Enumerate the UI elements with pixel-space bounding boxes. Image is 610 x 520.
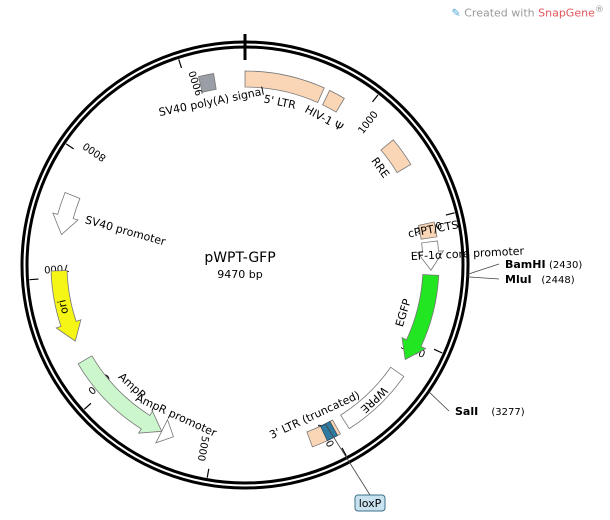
- feature-cppt-cts: cPPT/CTS: [407, 218, 460, 240]
- feature-label: EGFP: [393, 297, 414, 328]
- feature-ef-1-core-promoter: EF-1α core promoter: [410, 240, 525, 271]
- plasmid-center-label: pWPT-GFP 9470 bp: [204, 250, 275, 281]
- restriction-sites: BamHI(2430)MluI(2448)SalI(3277): [428, 258, 582, 418]
- feature-arrow: [50, 270, 82, 342]
- tick-7000: [29, 278, 39, 281]
- feature-arrow: [52, 191, 81, 236]
- feature-ampr: AmpR: [77, 355, 163, 434]
- site-position: (3277): [491, 407, 524, 418]
- tick-2000: [445, 212, 455, 216]
- feature-arrow: [416, 240, 445, 271]
- tick-3000: [433, 348, 443, 354]
- watermark-suffix: ®: [594, 4, 604, 15]
- site-leader: [467, 276, 500, 280]
- feature-ori: ori: [50, 270, 82, 342]
- watermark-brand: SnapGene: [538, 6, 595, 20]
- loxp-badge: [354, 494, 386, 512]
- feature-rre: RRE: [368, 139, 412, 181]
- site-leader: [467, 263, 500, 275]
- feature-label: SV40 promoter: [84, 213, 168, 248]
- tick-5000: [206, 468, 210, 478]
- feature-label: ori: [55, 298, 71, 315]
- watermark-prefix: Created with: [464, 6, 539, 20]
- tick-1000: [372, 94, 379, 103]
- feature-arrow: [380, 139, 412, 174]
- loxp-marker: loxP: [320, 421, 386, 512]
- tick-8000: [65, 143, 74, 150]
- tick-6000: [83, 402, 92, 410]
- site-bamhi: BamHI(2430): [467, 258, 582, 275]
- snapgene-logo-icon: ✎: [451, 6, 461, 20]
- feature-arrow: [401, 274, 440, 361]
- feature-label: 5' LTR: [263, 92, 298, 112]
- snapgene-watermark: ✎ Created with SnapGene®: [452, 4, 604, 20]
- site-name: MluI: [505, 273, 532, 286]
- backbone: [20, 34, 470, 490]
- feature-label: EF-1α core promoter: [410, 245, 524, 263]
- tick-label: 1000: [356, 109, 380, 136]
- plasmid-size: 9470 bp: [217, 268, 262, 281]
- plasmid-name: pWPT-GFP: [204, 250, 275, 266]
- feature-arrow: [244, 70, 325, 104]
- site-mlui: MluI (2448): [467, 273, 575, 286]
- loxp-feature: [320, 421, 339, 442]
- site-position: (2430): [549, 260, 582, 271]
- feature-arrow: [418, 221, 438, 240]
- tick-9000: [178, 59, 183, 69]
- loxp-label: loxP: [359, 497, 382, 510]
- site-name: SalI: [455, 405, 478, 418]
- site-leader: [428, 391, 450, 412]
- loxp-leader: [324, 423, 371, 496]
- feature-arrow: [77, 355, 163, 434]
- site-name: BamHI: [505, 258, 546, 271]
- feature-arrow: [322, 89, 345, 113]
- feature-arrow: [340, 366, 405, 430]
- tick-label: 5000: [195, 435, 210, 462]
- tick-4000: [341, 447, 347, 457]
- feature-arrow: [197, 73, 217, 93]
- site-position: (2448): [541, 275, 574, 286]
- feature-sv40-promoter: SV40 promoter: [52, 191, 168, 248]
- site-sali: SalI (3277): [428, 391, 525, 418]
- tick-label: 8000: [81, 140, 108, 163]
